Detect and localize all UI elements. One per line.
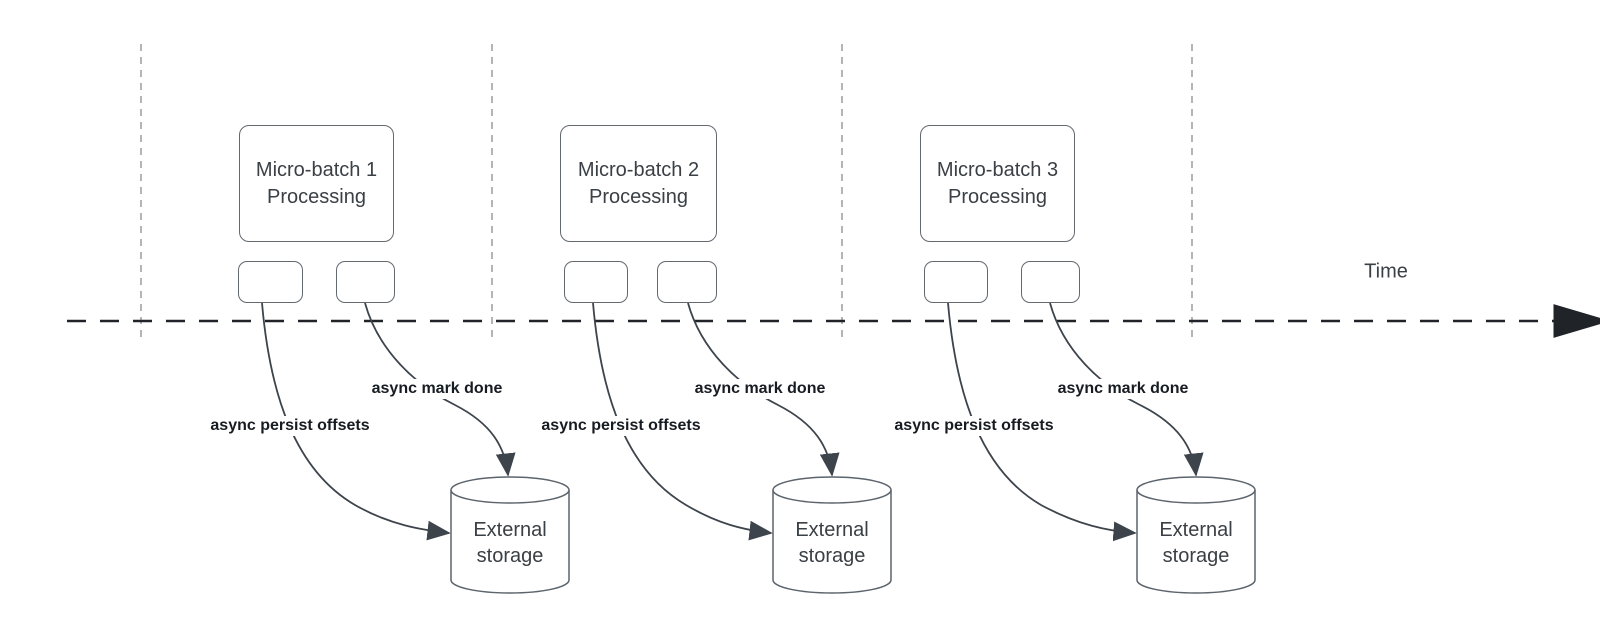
time-axis-label: Time (1364, 260, 1408, 283)
offset-box-2b (657, 261, 717, 303)
micro-batch-1-processing-box: Micro-batch 1 Processing (239, 125, 394, 242)
mark-done-label-3: async mark done (1054, 379, 1192, 399)
cylinder-top-3 (1136, 476, 1256, 504)
mark-done-arrow-3 (1049, 302, 1204, 477)
offset-box-1a (238, 261, 303, 303)
persist-offsets-arrow-2 (592, 302, 773, 541)
storage-cylinder-3 (1136, 476, 1256, 594)
micro-batch-3-processing-box: Micro-batch 3 Processing (920, 125, 1075, 242)
persist-offsets-arrow-3 (947, 302, 1137, 542)
mark-done-label-2: async mark done (691, 379, 829, 399)
offset-box-3b (1021, 261, 1080, 303)
mark-done-arrow-2 (687, 302, 840, 477)
persist-offsets-label-3: async persist offsets (891, 416, 1057, 436)
external-storage-label-1: External storage (473, 519, 547, 567)
mark-done-arrow-1 (364, 302, 516, 477)
cylinder-top-1 (450, 476, 570, 504)
micro-batch-2-processing-box: Micro-batch 2 Processing (560, 125, 717, 242)
storage-cylinder-1 (450, 476, 570, 594)
persist-offsets-label-1: async persist offsets (207, 416, 373, 436)
offset-box-2a (564, 261, 628, 303)
cylinder-top-2 (772, 476, 892, 504)
external-storage-label-3: External storage (1159, 519, 1233, 567)
offset-box-3a (924, 261, 988, 303)
mark-done-label-1: async mark done (368, 379, 506, 399)
external-storage-label-2: External storage (795, 519, 869, 567)
offset-box-1b (336, 261, 395, 303)
storage-cylinder-2 (772, 476, 892, 594)
persist-offsets-arrow-1 (261, 302, 451, 541)
persist-offsets-label-2: async persist offsets (538, 416, 704, 436)
